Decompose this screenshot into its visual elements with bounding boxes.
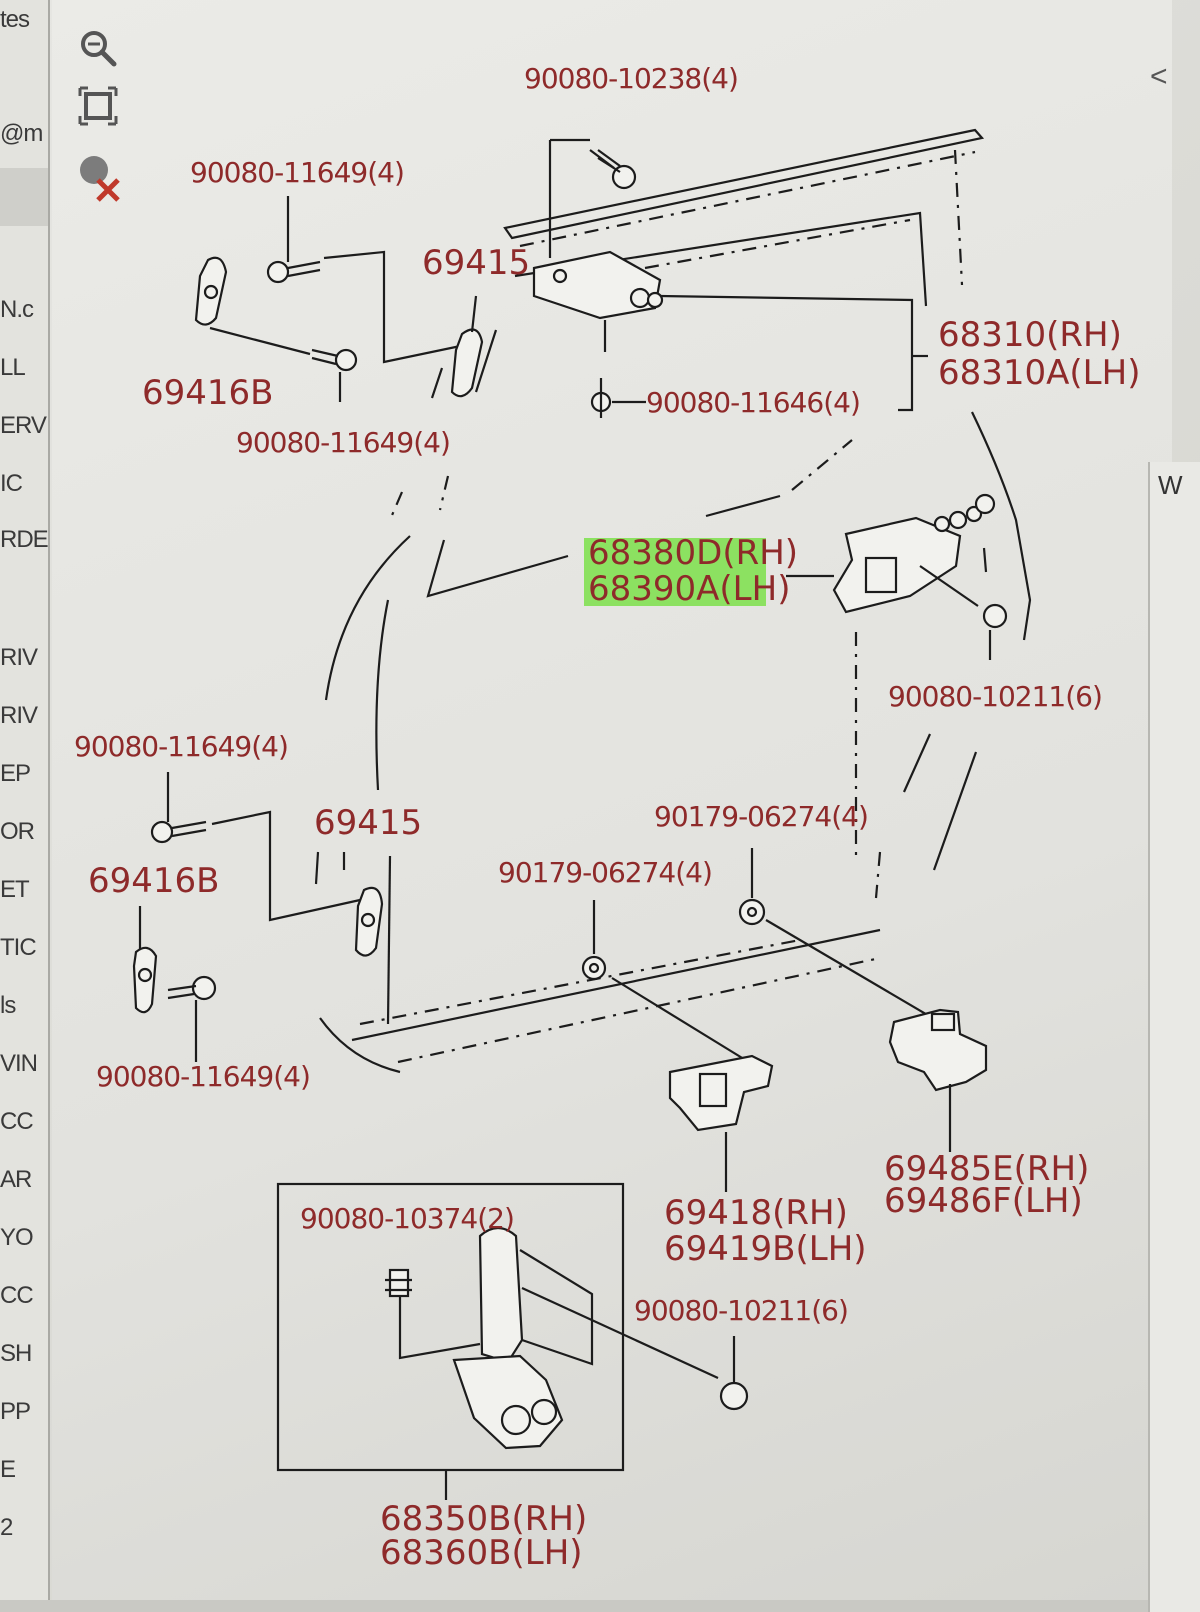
hinge-68310 <box>532 138 928 412</box>
stopper-69416b-lower <box>132 772 392 1062</box>
check-69485 <box>738 848 988 1152</box>
sidebar-item[interactable]: ERV <box>0 412 47 439</box>
labels: 90080-10238(4) 90080-11649(4) 69415 6941… <box>74 62 1140 1573</box>
sidebar-item[interactable]: CC <box>0 1108 34 1135</box>
label-69419b-lh[interactable]: 69419B(LH) <box>664 1229 867 1269</box>
sidebar-item[interactable]: PP <box>0 1398 31 1425</box>
sidebar-item[interactable]: TIC <box>0 934 37 961</box>
sidebar-item[interactable]: tes <box>0 6 30 33</box>
sidebar-item[interactable]: CC <box>0 1282 34 1309</box>
stopper-69416b-top <box>194 196 498 402</box>
upper-rail <box>503 128 985 307</box>
sidebar-item[interactable]: @m <box>0 120 43 147</box>
label-90080-11649[interactable]: 90080-11649(4) <box>236 426 451 459</box>
label-69416b[interactable]: 69416B <box>142 373 273 413</box>
label-90080-11649[interactable]: 90080-11649(4) <box>74 730 289 763</box>
label-68310a-lh[interactable]: 68310A(LH) <box>938 353 1140 393</box>
left-sidebar: tes @m N.c LL ERV IC RDE RIV RIV EP OR E… <box>0 0 50 1600</box>
sidebar-item[interactable]: IC <box>0 470 23 497</box>
label-69415[interactable]: 69415 <box>314 803 422 843</box>
sidebar-item[interactable]: 2 <box>0 1514 13 1541</box>
lower-rail <box>319 928 881 1074</box>
label-69415[interactable]: 69415 <box>422 243 530 283</box>
zoom-icon[interactable] <box>76 26 120 70</box>
label-90179-06274[interactable]: 90179-06274(4) <box>498 856 713 889</box>
label-69416b[interactable]: 69416B <box>88 861 219 901</box>
sidebar-item[interactable]: LL <box>0 354 26 381</box>
label-90080-10211[interactable]: 90080-10211(6) <box>888 680 1103 713</box>
lower-right-dashes <box>874 733 978 899</box>
sidebar-item[interactable]: AR <box>0 1166 32 1193</box>
hinge-69418 <box>581 900 774 1192</box>
label-68390a-lh[interactable]: 68390A(LH) <box>588 569 790 609</box>
label-90080-11646[interactable]: 90080-11646(4) <box>646 386 861 419</box>
label-90080-10211[interactable]: 90080-10211(6) <box>634 1294 849 1327</box>
close-x-icon[interactable] <box>76 150 120 202</box>
sash-curves-top <box>324 439 853 791</box>
right-panel-label: W <box>1158 470 1183 500</box>
sidebar-item[interactable]: N.c <box>0 296 34 323</box>
sidebar-item[interactable]: E <box>0 1456 16 1483</box>
sidebar-item[interactable]: VIN <box>0 1050 38 1077</box>
sidebar-highlight <box>0 168 48 226</box>
label-68350b-rh[interactable]: 68350B(RH) <box>380 1499 587 1539</box>
label-90179-06274[interactable]: 90179-06274(4) <box>654 800 869 833</box>
sidebar-item[interactable]: ls <box>0 992 16 1019</box>
inset-68350b <box>276 1182 749 1500</box>
diagram-canvas: 90080-10238(4) 90080-11649(4) 69415 6941… <box>52 0 1172 1600</box>
bolt-90080-10238 <box>589 149 637 190</box>
sidebar-item[interactable]: RIV <box>0 702 38 729</box>
label-68380d-rh[interactable]: 68380D(RH) <box>588 533 798 573</box>
label-69418-rh[interactable]: 69418(RH) <box>664 1193 848 1233</box>
sidebar-item[interactable]: RDE <box>0 526 48 553</box>
label-highlight <box>584 538 766 606</box>
label-90080-10374[interactable]: 90080-10374(2) <box>300 1202 515 1235</box>
sidebar-item[interactable]: SH <box>0 1340 32 1367</box>
hinge-68380d <box>786 411 1032 860</box>
label-90080-10238[interactable]: 90080-10238(4) <box>524 62 739 95</box>
label-68310-rh[interactable]: 68310(RH) <box>938 315 1122 355</box>
label-69486f-lh[interactable]: 69486F(LH) <box>884 1181 1083 1221</box>
chevron-left-icon[interactable]: < <box>1150 60 1168 93</box>
sidebar-item[interactable]: EP <box>0 760 31 787</box>
label-90080-11649[interactable]: 90080-11649(4) <box>190 156 405 189</box>
sidebar-item[interactable]: RIV <box>0 644 38 671</box>
sidebar-item[interactable]: YO <box>0 1224 34 1251</box>
label-68360b-lh[interactable]: 68360B(LH) <box>380 1533 583 1573</box>
fit-frame-icon[interactable] <box>76 84 120 128</box>
sidebar-item[interactable]: ET <box>0 876 30 903</box>
bolt-90080-11646 <box>590 378 646 418</box>
parts-diagram: 90080-10238(4) 90080-11649(4) 69415 6941… <box>74 62 1140 1573</box>
label-90080-11649[interactable]: 90080-11649(4) <box>96 1060 311 1093</box>
sidebar-item[interactable]: OR <box>0 818 35 845</box>
right-panel: W <box>1148 462 1200 1612</box>
label-69485e-rh[interactable]: 69485E(RH) <box>884 1149 1089 1189</box>
